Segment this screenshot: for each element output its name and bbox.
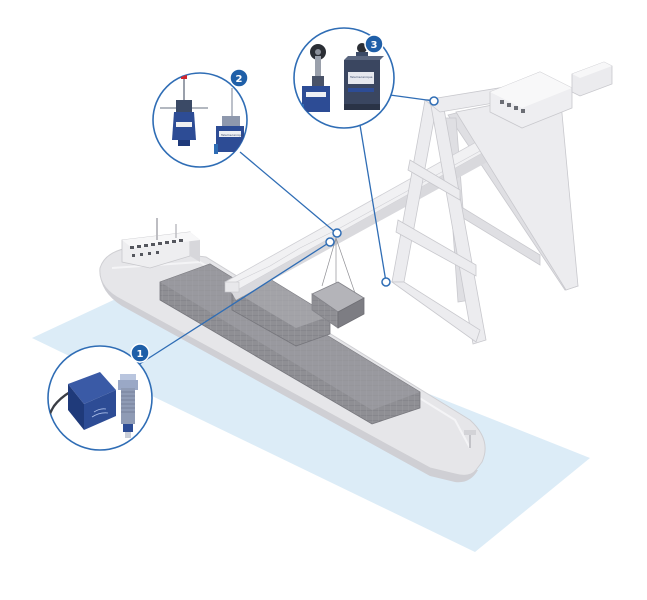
callout-leaders bbox=[137, 94, 435, 366]
svg-text:Telemecanique: Telemecanique bbox=[349, 75, 373, 79]
bridge-windows bbox=[130, 239, 183, 257]
anchor-point-3b bbox=[381, 277, 391, 287]
limit-switch-roller-lever bbox=[300, 44, 330, 114]
callout-anchor-points bbox=[325, 96, 439, 287]
ship bbox=[99, 218, 486, 483]
callout-badge-3-label: 3 bbox=[371, 40, 378, 51]
limit-switch-rod-lever bbox=[160, 73, 208, 146]
callout-badge-1-label: 1 bbox=[137, 349, 144, 360]
anchor-point-1 bbox=[325, 237, 335, 247]
anchor-point-2 bbox=[332, 228, 342, 238]
svg-text:Telemecanique: Telemecanique bbox=[220, 133, 244, 137]
anchor-point-3a bbox=[429, 96, 439, 106]
crane-frame bbox=[390, 79, 579, 345]
limit-switch-plunger: Telemecanique bbox=[344, 43, 384, 110]
crane-machinery-house bbox=[489, 61, 613, 129]
limit-switch-rotary-head: Telemecanique bbox=[214, 88, 244, 154]
callout-badge-3 bbox=[364, 34, 384, 54]
callout-2: Telemecanique 2 bbox=[152, 68, 249, 168]
callout-badge-2 bbox=[229, 68, 249, 88]
callout-badge-2-label: 2 bbox=[236, 74, 243, 85]
callout-1: 1 bbox=[47, 343, 153, 451]
suspended-container bbox=[311, 237, 365, 329]
callout-3: Telemecanique 3 bbox=[293, 27, 395, 129]
flat-proximity-sensor bbox=[68, 372, 116, 404]
water-surface bbox=[32, 283, 590, 552]
cylindrical-proximity-sensor bbox=[118, 374, 138, 438]
callout-badge-1 bbox=[130, 343, 150, 363]
